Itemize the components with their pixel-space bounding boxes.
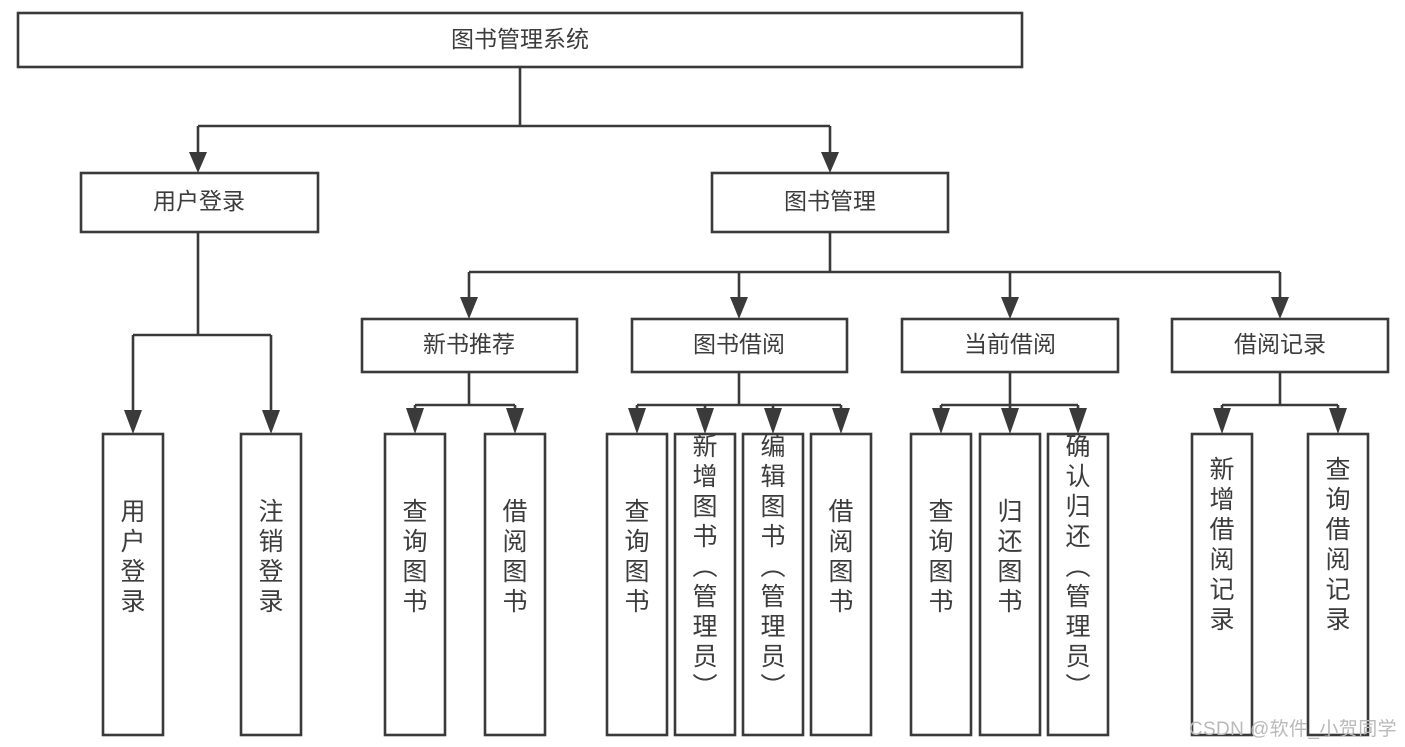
leaf-bookborrow-add-book-label: 新增图书︵管理员︶: [692, 433, 717, 701]
leaf-bookborrow-borrow-book-label: 借阅图书: [828, 498, 853, 616]
leaf-borrowrecord-query-record-label: 查询借阅记录: [1325, 456, 1350, 634]
node-new-book-recommend[interactable]: 新书推荐: [360, 317, 579, 374]
leaf-borrowrecord-add-record[interactable]: 新增借阅记录: [1190, 432, 1254, 737]
node-borrow-record-label: 借阅记录: [1234, 331, 1326, 357]
arrow-bookborrow-l2: [696, 408, 714, 434]
leaf-borrowrecord-add-record-label: 新增借阅记录: [1209, 456, 1234, 634]
leaf-user-login-signin-box[interactable]: [101, 432, 165, 737]
arrow-currentborrow-l3: [1069, 408, 1087, 434]
arrow-borrowrecord-l1: [1213, 408, 1231, 434]
arrow-currentborrow-l2: [1001, 408, 1019, 434]
leaf-bookborrow-edit-book-label: 编辑图书︵管理员︶: [760, 433, 785, 701]
leaf-currentborrow-return-book[interactable]: 归还图书: [978, 432, 1042, 737]
node-book-management[interactable]: 图书管理: [710, 171, 950, 234]
leaf-newbook-query-book[interactable]: 查询图书: [383, 432, 447, 737]
node-user-login-box[interactable]: [79, 171, 320, 234]
arrow-bookborrow-l3: [764, 408, 782, 434]
leaf-user-login-signin[interactable]: 用户登录: [101, 432, 165, 737]
leaf-currentborrow-query-book[interactable]: 查询图书: [909, 432, 973, 737]
leaf-newbook-query-book-label: 查询图书: [402, 498, 427, 616]
node-borrow-record[interactable]: 借阅记录: [1170, 317, 1390, 374]
arrow-userlogin-leaf2: [262, 410, 280, 434]
node-new-book-recommend-label: 新书推荐: [423, 331, 515, 357]
leaf-bookborrow-add-book[interactable]: 新增图书︵管理员︶: [673, 432, 737, 737]
node-book-borrow-box[interactable]: [630, 317, 849, 374]
arrow-newbook-l2: [506, 408, 524, 434]
node-current-borrow[interactable]: 当前借阅: [900, 317, 1120, 374]
leaf-currentborrow-confirm-return-box[interactable]: [1046, 432, 1110, 737]
node-user-login[interactable]: 用户登录: [79, 171, 320, 234]
edges-layer: [124, 67, 1347, 434]
arrow-userlogin-leaf1: [124, 410, 142, 434]
node-user-login-label: 用户登录: [153, 188, 245, 214]
leaf-bookborrow-query-book-label: 查询图书: [624, 498, 649, 616]
node-root-box[interactable]: [16, 11, 1024, 69]
nodes-layer: 图书管理系统 用户登录 图书管理 新书推荐 图书借阅 当前: [16, 11, 1390, 737]
leaf-newbook-borrow-book-label: 借阅图书: [502, 498, 527, 616]
leaf-newbook-borrow-book-box[interactable]: [483, 432, 547, 737]
node-new-book-recommend-box[interactable]: [360, 317, 579, 374]
leaf-newbook-query-book-box[interactable]: [383, 432, 447, 737]
leaf-bookborrow-query-book-box[interactable]: [605, 432, 669, 737]
csdn-watermark: CSDN @软件_小贺同学: [1188, 719, 1397, 740]
arrow-to-bookmgmt: [821, 152, 839, 173]
node-book-borrow-label: 图书借阅: [693, 331, 785, 357]
arrow-to-borrowrecord: [1271, 297, 1289, 319]
arrow-to-bookborrow: [730, 297, 748, 319]
node-current-borrow-box[interactable]: [900, 317, 1120, 374]
leaf-currentborrow-return-book-box[interactable]: [978, 432, 1042, 737]
leaf-bookborrow-borrow-book-box[interactable]: [809, 432, 873, 737]
leaf-borrowrecord-query-record-box[interactable]: [1306, 432, 1370, 737]
arrow-currentborrow-l1: [932, 408, 950, 434]
leaf-user-login-signout-box[interactable]: [239, 432, 303, 737]
leaf-borrowrecord-add-record-box[interactable]: [1190, 432, 1254, 737]
leaf-user-login-signout[interactable]: 注销登录: [239, 432, 303, 737]
node-root[interactable]: 图书管理系统: [16, 11, 1024, 69]
leaf-borrowrecord-query-record[interactable]: 查询借阅记录: [1306, 432, 1370, 737]
leaf-bookborrow-query-book[interactable]: 查询图书: [605, 432, 669, 737]
leaf-user-login-signin-label: 用户登录: [120, 498, 145, 616]
leaf-bookborrow-edit-book[interactable]: 编辑图书︵管理员︶: [741, 432, 805, 737]
leaf-user-login-signout-label: 注销登录: [258, 498, 283, 616]
leaf-newbook-borrow-book[interactable]: 借阅图书: [483, 432, 547, 737]
leaf-currentborrow-confirm-return-label: 确认归还︵管理员︶: [1065, 433, 1090, 701]
arrow-bookborrow-l1: [628, 408, 646, 434]
arrow-newbook-l1: [406, 408, 424, 434]
node-book-borrow[interactable]: 图书借阅: [630, 317, 849, 374]
arrow-bookborrow-l4: [832, 408, 850, 434]
leaf-bookborrow-edit-book-box[interactable]: [741, 432, 805, 737]
arrow-borrowrecord-l2: [1329, 408, 1347, 434]
arrow-to-userlogin: [189, 152, 207, 173]
node-book-management-box[interactable]: [710, 171, 950, 234]
node-root-label: 图书管理系统: [451, 26, 589, 52]
arrow-to-newbook: [460, 297, 478, 319]
leaf-currentborrow-query-book-box[interactable]: [909, 432, 973, 737]
leaf-bookborrow-borrow-book[interactable]: 借阅图书: [809, 432, 873, 737]
node-book-management-label: 图书管理: [784, 188, 876, 214]
leaf-currentborrow-return-book-label: 归还图书: [997, 498, 1022, 616]
node-current-borrow-label: 当前借阅: [964, 331, 1056, 357]
leaf-currentborrow-confirm-return[interactable]: 确认归还︵管理员︶: [1046, 432, 1110, 737]
leaf-bookborrow-add-book-box[interactable]: [673, 432, 737, 737]
leaf-currentborrow-query-book-label: 查询图书: [928, 498, 953, 616]
arrow-to-currentborrow: [1001, 297, 1019, 319]
node-borrow-record-box[interactable]: [1170, 317, 1390, 374]
